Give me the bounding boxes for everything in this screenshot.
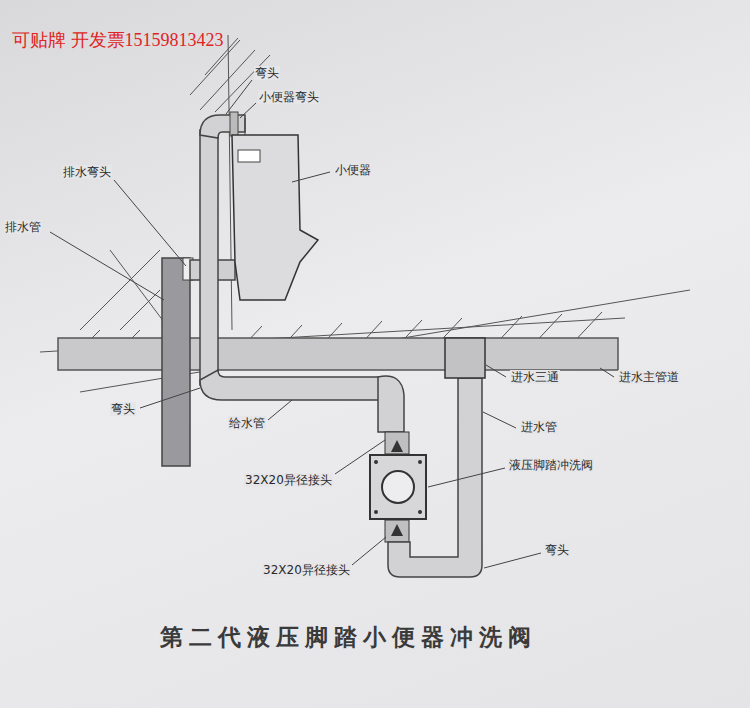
part-label: 弯头 [254,66,280,80]
part-label: 32X20异径接头 [262,563,351,577]
part-label: 弯头 [110,402,136,416]
part-label: 进水主管道 [618,370,680,384]
part-label: 液压脚踏冲洗阀 [508,458,594,472]
part-label: 小便器弯头 [258,90,320,104]
part-label: 排水弯头 [62,165,112,179]
diagram-title: 第二代液压脚踏小便器冲洗阀 [160,622,537,653]
part-label: 32X20异径接头 [244,473,333,487]
part-label: 小便器 [334,163,372,177]
part-label: 排水管 [4,220,42,234]
part-label: 给水管 [228,416,266,430]
watermark-text: 可贴牌 开发票15159813423 [12,30,224,50]
part-label: 进水管 [520,420,558,434]
part-label: 进水三通 [510,370,560,384]
part-label: 弯头 [544,543,570,557]
